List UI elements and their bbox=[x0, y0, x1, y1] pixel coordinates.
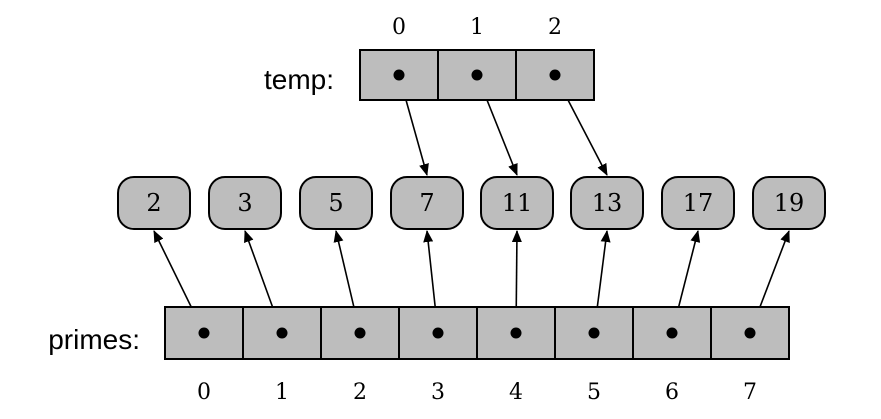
value-node-text: 19 bbox=[774, 189, 805, 217]
temp-index-2: 2 bbox=[548, 15, 562, 40]
primes-label: primes: bbox=[48, 324, 140, 355]
primes-index-5: 5 bbox=[587, 380, 601, 405]
primes-pointer-dot bbox=[354, 327, 366, 339]
value-node-7 bbox=[390, 176, 464, 230]
value-node-2 bbox=[117, 176, 191, 230]
temp-index-0: 0 bbox=[392, 15, 406, 40]
primes-pointer-dot bbox=[666, 327, 678, 339]
value-node-5 bbox=[299, 176, 373, 230]
value-node-11 bbox=[480, 176, 554, 230]
primes-pointer-dot bbox=[276, 327, 288, 339]
primes-pointer-dot bbox=[198, 327, 210, 339]
primes-index-4: 4 bbox=[509, 380, 523, 405]
value-node-17 bbox=[661, 176, 735, 230]
value-node-text: 17 bbox=[683, 189, 714, 217]
primes-index-1: 1 bbox=[275, 380, 289, 405]
temp-pointer-dot bbox=[471, 69, 483, 81]
primes-index-2: 2 bbox=[353, 380, 367, 405]
primes-pointer-dot bbox=[432, 327, 444, 339]
primes-index-0: 0 bbox=[197, 380, 211, 405]
value-node-3 bbox=[208, 176, 282, 230]
temp-array: 0 1 2 bbox=[359, 15, 595, 101]
value-node-19 bbox=[752, 176, 826, 230]
primes-index-6: 6 bbox=[665, 380, 679, 405]
temp-index-1: 1 bbox=[470, 15, 484, 40]
value-nodes: 2 3 5 7 11 13 17 19 bbox=[117, 176, 826, 230]
value-node-text: 7 bbox=[419, 189, 434, 217]
primes-index-3: 3 bbox=[431, 380, 445, 405]
primes-pointer-dot bbox=[510, 327, 522, 339]
value-node-13 bbox=[570, 176, 644, 230]
value-node-text: 11 bbox=[502, 189, 533, 217]
value-node-text: 3 bbox=[237, 189, 252, 217]
primes-array: 0 1 2 3 4 5 6 7 bbox=[164, 306, 790, 405]
primes-pointer-dot bbox=[588, 327, 600, 339]
value-node-text: 5 bbox=[328, 189, 343, 217]
value-node-text: 2 bbox=[146, 189, 161, 217]
temp-pointer-dot bbox=[549, 69, 561, 81]
primes-cell-2 bbox=[320, 306, 400, 360]
value-node-text: 13 bbox=[592, 189, 623, 217]
primes-cell-3 bbox=[398, 306, 478, 360]
temp-pointer-dot bbox=[393, 69, 405, 81]
temp-label: temp: bbox=[264, 64, 334, 95]
primes-index-7: 7 bbox=[743, 380, 757, 405]
primes-pointer-dot bbox=[744, 327, 756, 339]
